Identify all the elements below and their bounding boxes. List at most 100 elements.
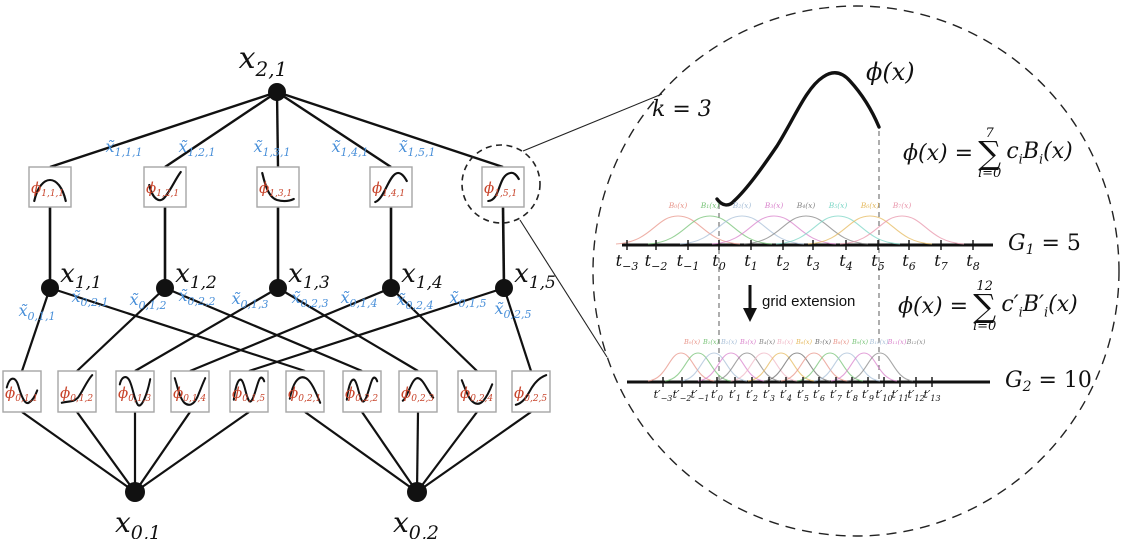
activation-curve xyxy=(460,379,494,405)
basis-label: B₀(x) xyxy=(668,201,688,210)
output-node-dot xyxy=(268,83,286,101)
phi-label: ϕ1,4,1 xyxy=(372,179,405,199)
edge-hidden-to-phi xyxy=(390,287,478,372)
hidden-node-dot xyxy=(495,279,513,297)
basis-label: B₁₀(x) xyxy=(869,338,889,346)
basis-label: B₂(x) xyxy=(732,201,752,210)
tick-label: t3 xyxy=(806,251,819,273)
tick-label: t′2 xyxy=(746,388,758,403)
basis-curve xyxy=(796,352,864,382)
activation-curve xyxy=(232,376,266,403)
edge-hidden-to-phi xyxy=(76,287,166,372)
tick-label: t′3 xyxy=(763,388,775,403)
activation-curve xyxy=(401,377,435,402)
edge-phi-to-input xyxy=(76,411,136,493)
edge-output-to-phi xyxy=(276,90,504,169)
basis-label: B₃(x) xyxy=(764,201,784,210)
sigma-symbol: ∑ xyxy=(973,287,997,325)
hidden-node-label: x1,2 xyxy=(175,259,217,293)
basis-label: B₄(x) xyxy=(758,338,776,346)
basis-curve xyxy=(713,352,781,382)
input-node-dot xyxy=(125,482,145,502)
edge-hidden-to-phi xyxy=(189,286,392,373)
edge-hidden-to-phi xyxy=(502,287,533,372)
tick-label: t4 xyxy=(839,251,852,273)
basis-curve xyxy=(679,215,805,245)
activation-curve xyxy=(345,376,379,403)
hidden-node-dot xyxy=(269,279,287,297)
basis-curve xyxy=(647,352,715,382)
tick-label: t′−1 xyxy=(691,388,710,403)
grid2-group: B₀(x)B₁(x)B₂(x)B₃(x)B₄(x)B₅(x)B₆(x)B₇(x)… xyxy=(647,338,941,403)
tick-label: t8 xyxy=(966,251,979,273)
basis-curve xyxy=(730,352,798,382)
formula1-upper-limit: 7 xyxy=(985,126,994,141)
basis-curve xyxy=(830,352,898,382)
activation-box-layer0 xyxy=(2,370,42,413)
basis-label: B₉(x) xyxy=(851,338,869,346)
edge-phi-to-input xyxy=(416,411,478,493)
edge-phi-to-input xyxy=(415,411,420,493)
activation-curve xyxy=(118,376,152,407)
k-order-label: k = 3 xyxy=(652,97,712,122)
edge-phi-to-input xyxy=(304,411,418,493)
tick-label: t′12 xyxy=(907,388,924,403)
network-edges xyxy=(20,90,533,493)
phi-label: ϕ0,1,1 xyxy=(5,384,38,404)
activation-curve xyxy=(5,377,39,405)
tick-label: t′6 xyxy=(813,388,825,403)
edge-label: x̃0,2,4 xyxy=(396,290,433,312)
tick-label: t′7 xyxy=(830,388,843,403)
formula1-term: ciBi(x) xyxy=(1006,139,1073,168)
edge-label: x̃0,2,1 xyxy=(71,287,108,309)
basis-label: B₈(x) xyxy=(832,338,850,346)
tick-label: t′1 xyxy=(729,388,741,403)
basis-curve xyxy=(807,215,933,245)
edge-phi-to-input xyxy=(416,411,532,493)
edge-phi-to-hidden xyxy=(501,206,506,289)
tick-label: t′0 xyxy=(711,388,723,403)
basis-curve xyxy=(775,215,901,245)
basis-label: B₁₂(x) xyxy=(906,338,926,346)
sigma-symbol: ∑ xyxy=(978,134,1002,172)
edge-label: x̃1,4,1 xyxy=(331,137,368,159)
formula2-term: c′iB′i(x) xyxy=(1001,292,1078,321)
edge-label: x̃1,3,1 xyxy=(253,137,290,159)
tick-label: t′4 xyxy=(780,388,792,403)
grid-extension-label: grid extension xyxy=(762,293,856,310)
basis-curve xyxy=(763,352,831,382)
tick-label: t2 xyxy=(776,251,789,273)
basis-curve xyxy=(680,352,748,382)
hidden-node-label: x1,1 xyxy=(60,259,102,293)
phi-label: ϕ0,1,5 xyxy=(232,384,265,404)
edge-output-to-phi xyxy=(276,90,392,169)
edge-phi-to-input xyxy=(134,411,250,493)
network-nodes xyxy=(41,83,513,502)
edge-hidden-to-phi xyxy=(134,287,279,372)
activation-curve xyxy=(261,171,295,203)
edge-label: x̃0,1,4 xyxy=(340,288,377,310)
basis-curve xyxy=(747,352,815,382)
hidden-node-label: x1,3 xyxy=(288,259,330,293)
grid2-size-label: G2 = 10 xyxy=(1005,368,1092,395)
tick-label: t′−3 xyxy=(654,388,673,403)
basis-curve xyxy=(813,352,881,382)
phi-label: ϕ1,5,1 xyxy=(484,179,517,199)
basis-label: B₄(x) xyxy=(796,201,816,210)
basis-curve xyxy=(615,215,741,245)
grid1-group: B₀(x)B₁(x)B₂(x)B₃(x)B₄(x)B₅(x)B₆(x)B₇(x)… xyxy=(616,201,980,273)
basis-label: B₆(x) xyxy=(860,201,880,210)
input-node-label: x0,2 xyxy=(393,506,439,539)
basis-label: B₀(x) xyxy=(683,338,701,346)
basis-label: B₁₁(x) xyxy=(887,338,907,346)
activation-box-layer1 xyxy=(369,166,413,208)
callout-line-upper xyxy=(522,93,663,152)
callout-line-lower xyxy=(519,219,608,358)
activation-curve xyxy=(288,376,322,404)
basis-curve xyxy=(780,352,848,382)
edge-output-to-phi xyxy=(164,91,278,168)
tick-label: t1 xyxy=(744,251,757,273)
tick-label: t′10 xyxy=(875,388,892,403)
tick-label: t0 xyxy=(712,251,725,273)
